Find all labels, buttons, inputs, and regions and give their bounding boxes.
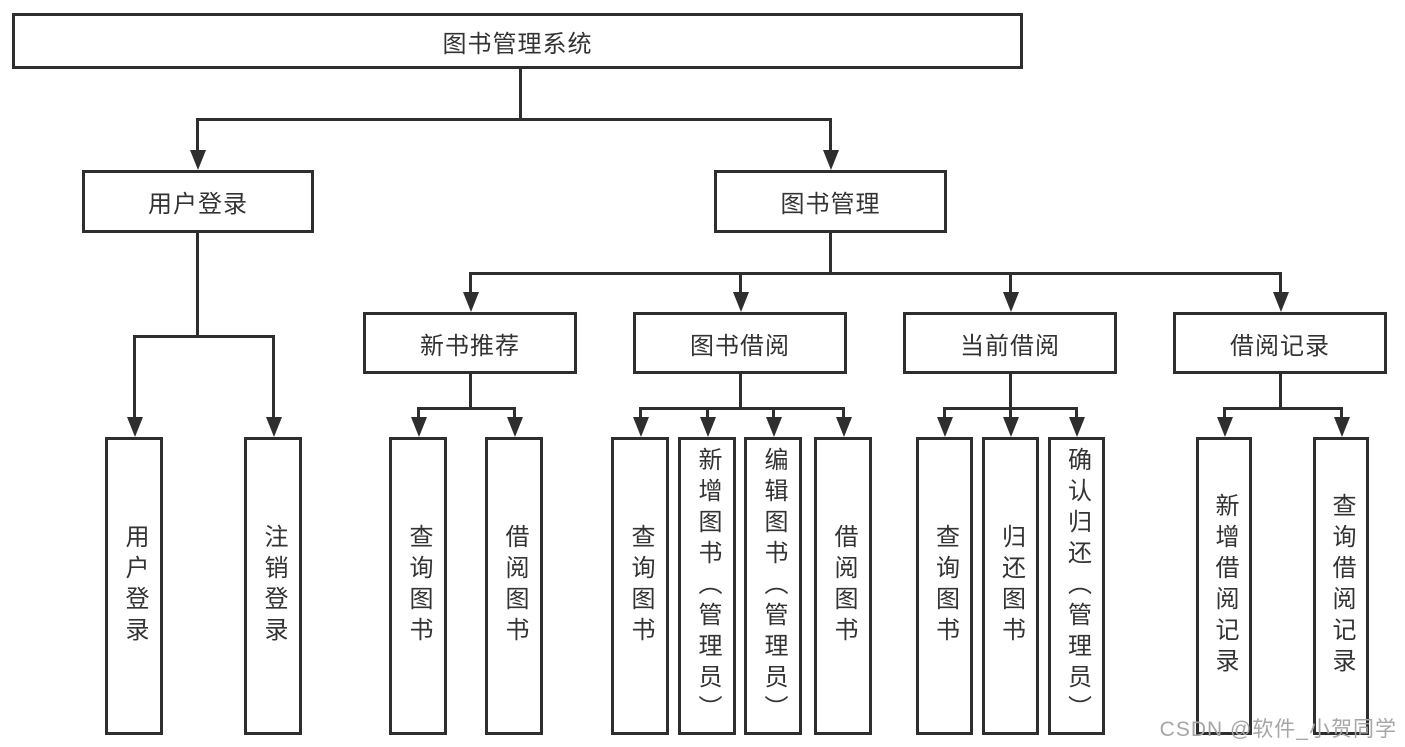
connector-to-book-borrow <box>739 272 742 294</box>
arrowhead-to-leaf-query-books-1 <box>411 417 427 437</box>
connector-to-leaf-query-books-2 <box>639 407 642 419</box>
arrowhead-to-book-borrow <box>733 292 749 312</box>
arrowhead-to-leaf-query-borrow-record <box>1334 417 1350 437</box>
node-leaf-return-books: 归还图书 <box>982 437 1039 735</box>
arrowhead-to-leaf-query-books-3 <box>937 417 953 437</box>
connector-new-book-rec-stub <box>469 374 472 407</box>
connector-book-borrow-bar <box>639 407 845 410</box>
watermark: CSDN @软件_小贺同学 <box>1159 718 1397 741</box>
connector-new-book-rec-bar <box>417 407 516 410</box>
node-leaf-confirm-return-admin: 确认归还（管理员） <box>1048 437 1105 735</box>
arrowhead-to-leaf-logout <box>266 417 282 437</box>
connector-to-leaf-add-borrow-record <box>1223 407 1226 419</box>
node-leaf-query-books-1: 查询图书 <box>389 437 447 735</box>
connector-to-borrow-records <box>1279 272 1282 294</box>
connector-to-current-borrow <box>1009 272 1012 294</box>
connector-to-leaf-query-books-1 <box>417 407 420 419</box>
arrowhead-to-leaf-borrow-books-1 <box>507 417 523 437</box>
connector-current-borrow-stub <box>1009 374 1012 407</box>
node-leaf-query-borrow-record: 查询借阅记录 <box>1313 437 1369 735</box>
connector-to-user-login <box>196 118 199 152</box>
node-current-borrow: 当前借阅 <box>903 312 1117 374</box>
node-leaf-query-books-3: 查询图书 <box>916 437 973 735</box>
connector-user-login-bar <box>133 335 275 338</box>
connector-to-leaf-logout <box>272 335 275 417</box>
arrowhead-to-leaf-add-book <box>700 417 716 437</box>
arrowhead-to-book-mgmt <box>823 150 839 170</box>
connector-to-leaf-query-borrow-record <box>1340 407 1343 419</box>
node-borrow-records: 借阅记录 <box>1173 312 1387 374</box>
connector-to-leaf-borrow-books-2 <box>842 407 845 419</box>
node-user-login: 用户登录 <box>82 170 314 233</box>
node-new-book-rec: 新书推荐 <box>363 312 577 374</box>
connector-book-borrow-stub <box>739 374 742 407</box>
arrowhead-to-leaf-borrow-books-2 <box>836 417 852 437</box>
connector-to-leaf-borrow-books-1 <box>513 407 516 419</box>
arrowhead-to-user-login <box>190 150 206 170</box>
connector-book-mgmt-bar <box>469 272 1281 275</box>
arrowhead-to-leaf-return-books <box>1003 417 1019 437</box>
node-book-mgmt: 图书管理 <box>714 170 947 233</box>
connector-to-new-book-rec <box>469 272 472 294</box>
connector-to-leaf-add-book <box>706 407 709 419</box>
node-leaf-edit-book-admin: 编辑图书（管理员） <box>744 437 802 735</box>
node-leaf-add-borrow-record: 新增借阅记录 <box>1196 437 1252 735</box>
arrowhead-to-leaf-confirm-return <box>1069 417 1085 437</box>
connector-to-book-mgmt <box>829 118 832 152</box>
connector-to-leaf-edit-book <box>772 407 775 419</box>
node-leaf-query-books-2: 查询图书 <box>611 437 669 735</box>
arrowhead-to-leaf-edit-book <box>766 417 782 437</box>
arrowhead-to-borrow-records <box>1273 292 1289 312</box>
connector-to-leaf-return-books <box>1009 407 1012 419</box>
arrowhead-to-leaf-query-books-2 <box>633 417 649 437</box>
connector-root-stub <box>519 69 522 119</box>
arrowhead-to-leaf-add-borrow-record <box>1217 417 1233 437</box>
node-root: 图书管理系统 <box>12 13 1023 69</box>
connector-to-leaf-confirm-return <box>1075 407 1078 419</box>
node-leaf-borrow-books-1: 借阅图书 <box>485 437 543 735</box>
node-book-borrow: 图书借阅 <box>633 312 847 374</box>
node-leaf-logout: 注销登录 <box>244 437 302 735</box>
arrowhead-to-leaf-user-login <box>127 417 143 437</box>
connector-to-leaf-query-books-3 <box>943 407 946 419</box>
node-leaf-user-login: 用户登录 <box>105 437 163 735</box>
node-leaf-add-book-admin: 新增图书（管理员） <box>678 437 736 735</box>
connector-borrow-records-stub <box>1279 374 1282 407</box>
arrowhead-to-current-borrow <box>1003 292 1019 312</box>
arrowhead-to-new-book-rec <box>463 292 479 312</box>
connector-book-mgmt-stub <box>829 233 832 272</box>
connector-to-leaf-user-login <box>133 335 136 417</box>
connector-user-login-stub <box>196 233 199 335</box>
connector-borrow-records-bar <box>1223 407 1342 410</box>
connector-root-bar <box>196 118 832 121</box>
node-leaf-borrow-books-2: 借阅图书 <box>814 437 872 735</box>
